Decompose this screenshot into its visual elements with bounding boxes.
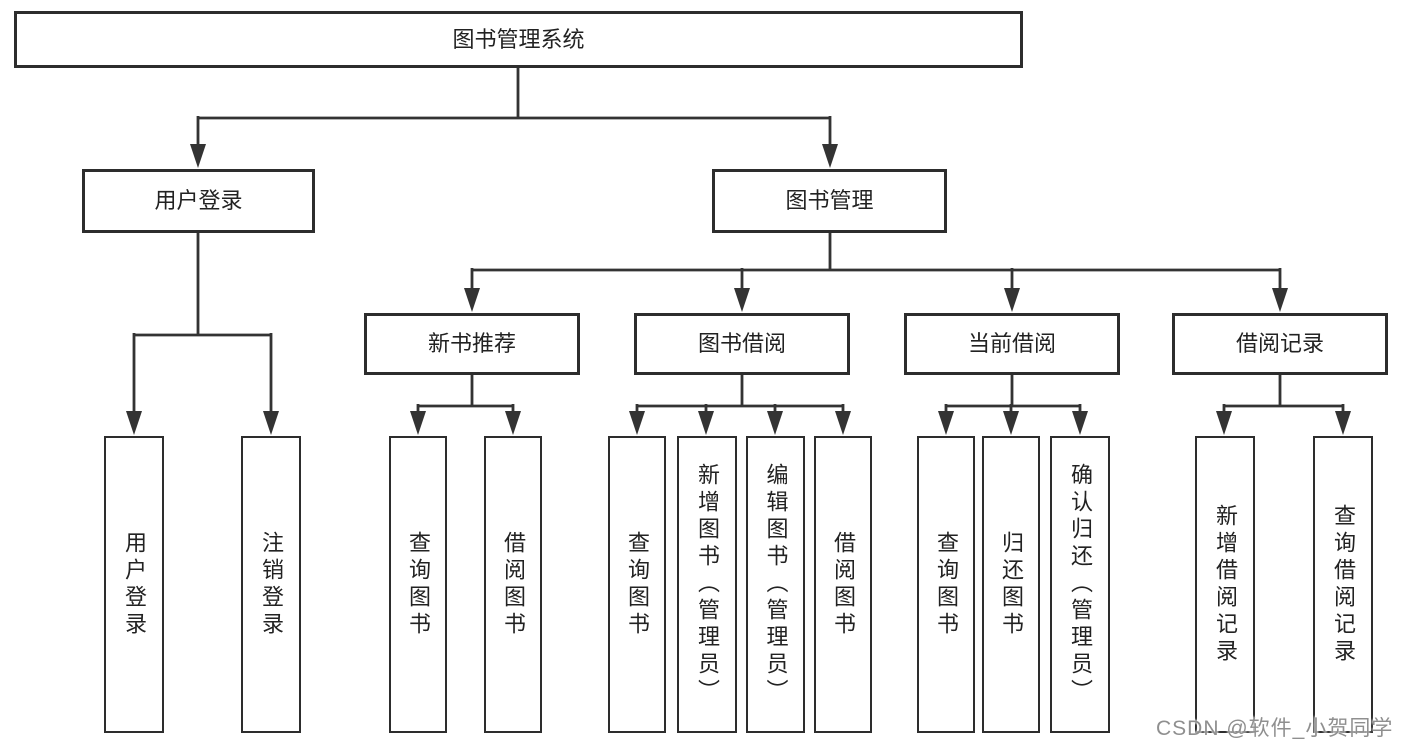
node-rec-query-book: 查询图书	[389, 436, 447, 733]
node-book-borrow-label: 图书借阅	[697, 331, 786, 356]
arrowheads	[126, 144, 1351, 435]
node-bb-add-book: 新增图书（管理员）	[677, 436, 737, 733]
node-cb-query-book: 查询图书	[917, 436, 975, 733]
node-rec-borrow-book-label: 借阅图书	[501, 530, 526, 639]
node-bb-query-book-label: 查询图书	[625, 530, 650, 639]
node-leaf-logout: 注销登录	[241, 436, 301, 733]
node-borrow-record: 借阅记录	[1172, 313, 1388, 375]
node-rec-query-book-label: 查询图书	[406, 530, 431, 639]
node-root: 图书管理系统	[14, 11, 1023, 68]
node-cb-confirm-return: 确认归还（管理员）	[1050, 436, 1110, 733]
node-br-query-record-label: 查询借阅记录	[1331, 503, 1356, 666]
node-borrow-record-label: 借阅记录	[1235, 331, 1324, 356]
node-leaf-logout-label: 注销登录	[259, 530, 284, 639]
node-cb-return-book: 归还图书	[982, 436, 1040, 733]
node-current-borrow: 当前借阅	[904, 313, 1120, 375]
node-bb-borrow-book-label: 借阅图书	[831, 530, 856, 639]
node-bb-query-book: 查询图书	[608, 436, 666, 733]
node-new-book-recommend: 新书推荐	[364, 313, 580, 375]
node-user-login: 用户登录	[82, 169, 315, 233]
node-cb-return-book-label: 归还图书	[999, 530, 1024, 639]
node-br-query-record: 查询借阅记录	[1313, 436, 1373, 733]
node-book-management-label: 图书管理	[785, 188, 874, 213]
node-bb-edit-book-label: 编辑图书（管理员）	[763, 463, 789, 706]
node-user-login-label: 用户登录	[154, 188, 243, 213]
node-br-add-record: 新增借阅记录	[1195, 436, 1255, 733]
node-current-borrow-label: 当前借阅	[967, 331, 1056, 356]
node-root-label: 图书管理系统	[452, 26, 585, 52]
node-rec-borrow-book: 借阅图书	[484, 436, 542, 733]
node-new-book-recommend-label: 新书推荐	[427, 331, 516, 356]
node-bb-borrow-book: 借阅图书	[814, 436, 872, 733]
node-leaf-user-login: 用户登录	[104, 436, 164, 733]
node-cb-confirm-return-label: 确认归还（管理员）	[1068, 463, 1093, 706]
node-bb-add-book-label: 新增图书（管理员）	[695, 463, 720, 706]
node-br-add-record-label: 新增借阅记录	[1213, 503, 1238, 666]
node-cb-query-book-label: 查询图书	[934, 530, 959, 639]
node-book-borrow: 图书借阅	[634, 313, 850, 375]
node-bb-edit-book: 编辑图书（管理员）	[746, 436, 805, 733]
node-leaf-user-login-label: 用户登录	[122, 530, 147, 639]
csdn-watermark: CSDN @软件_小贺同学	[1156, 717, 1394, 740]
node-book-management: 图书管理	[712, 169, 947, 233]
